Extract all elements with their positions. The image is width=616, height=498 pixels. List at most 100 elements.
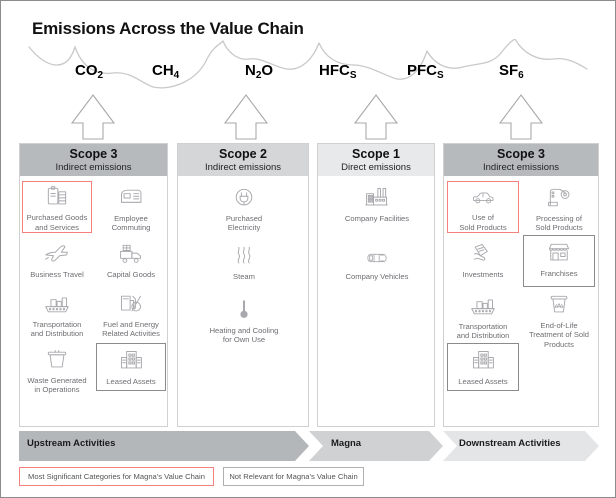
category-leased-assets-downstream[interactable]: Leased Assets [447, 343, 519, 391]
chevron-label-upstream-activities: Upstream Activities [27, 438, 116, 449]
gas-label-ch4: CH4 [152, 62, 180, 81]
storefront-icon [543, 236, 575, 266]
waste-bin-icon [41, 343, 73, 373]
legend-not-relevant: Not Relevant for Magna's Value Chain [223, 467, 364, 486]
scope-title: Scope 2 [219, 147, 267, 161]
fuel-pump-icon [115, 287, 147, 317]
scope-subtitle: Indirect emissions [482, 162, 560, 173]
category-leased-assets-upstream[interactable]: Leased Assets [96, 343, 166, 391]
gas-label-n2o: N2O [245, 62, 274, 81]
chevron-label-magna: Magna [331, 438, 362, 449]
category-company-facilities[interactable]: Company Facilities [327, 181, 427, 233]
chevron-upstream-activities [19, 431, 309, 461]
up-arrow-icon [498, 94, 544, 140]
legend-label: Not Relevant for Magna's Value Chain [229, 472, 358, 481]
scope-title: Scope 3 [69, 147, 118, 161]
category-franchises[interactable]: Franchises [523, 235, 595, 287]
scope-title: Scope 3 [497, 147, 545, 161]
category-label: Investments [462, 270, 504, 279]
chevron-label-downstream-activities: Downstream Activities [459, 438, 561, 449]
category-label: Franchises [540, 269, 578, 278]
up-arrow-icon [353, 94, 399, 140]
hand-money-icon [468, 237, 498, 267]
airplane-icon [41, 237, 73, 267]
building-icon [115, 344, 147, 374]
category-label: Leased Assets [458, 377, 508, 386]
chevron-downstream-activities [443, 431, 599, 461]
delivery-truck-icon [115, 237, 147, 267]
scope-subtitle: Direct emissions [341, 162, 411, 173]
scope-title: Scope 1 [352, 147, 400, 161]
cloud-squiggle-icon [28, 39, 588, 89]
recycle-bin-icon [543, 289, 575, 318]
category-label: Steam [233, 272, 255, 281]
chevron-magna [309, 431, 443, 461]
category-investments[interactable]: Investments [447, 237, 519, 285]
scope-subtitle: Indirect emissions [204, 162, 282, 173]
up-arrow-icon [223, 94, 269, 140]
legend-most-significant: Most Significant Categories for Magna's … [19, 467, 214, 486]
category-label: Leased Assets [106, 377, 156, 386]
category-steam[interactable]: Steam [209, 239, 279, 287]
power-plug-icon [229, 181, 259, 211]
gas-label-sf6: SF6 [499, 62, 524, 81]
cargo-ship-icon [41, 287, 73, 317]
category-label: Company Facilities [344, 214, 410, 223]
up-arrow-icon [70, 94, 116, 140]
scope-subtitle: Indirect emissions [55, 162, 132, 173]
category-company-vehicles[interactable]: Company Vehicles [327, 239, 427, 287]
building-icon [467, 344, 499, 374]
train-icon [115, 181, 147, 211]
category-capital-goods[interactable]: Capital Goods [96, 237, 166, 285]
category-label: Company Vehicles [345, 272, 409, 281]
clipboard-boxes-icon [41, 182, 73, 210]
cargo-ship-icon [467, 289, 499, 319]
category-label: Capital Goods [106, 270, 156, 279]
page-title: Emissions Across the Value Chain [32, 19, 304, 38]
gas-label-pfcs: PFCS [407, 62, 444, 81]
category-label: Business Travel [30, 270, 84, 279]
category-business-travel[interactable]: Business Travel [22, 237, 92, 285]
gas-label-co2: CO2 [75, 62, 104, 81]
legend-label: Most Significant Categories for Magna's … [28, 472, 205, 481]
steam-icon [229, 239, 259, 269]
robot-arm-icon [543, 181, 575, 211]
factory-icon [361, 181, 393, 211]
car-side-icon [467, 182, 499, 210]
value-chain-chevrons [19, 431, 599, 461]
car-top-view-icon [361, 239, 393, 269]
